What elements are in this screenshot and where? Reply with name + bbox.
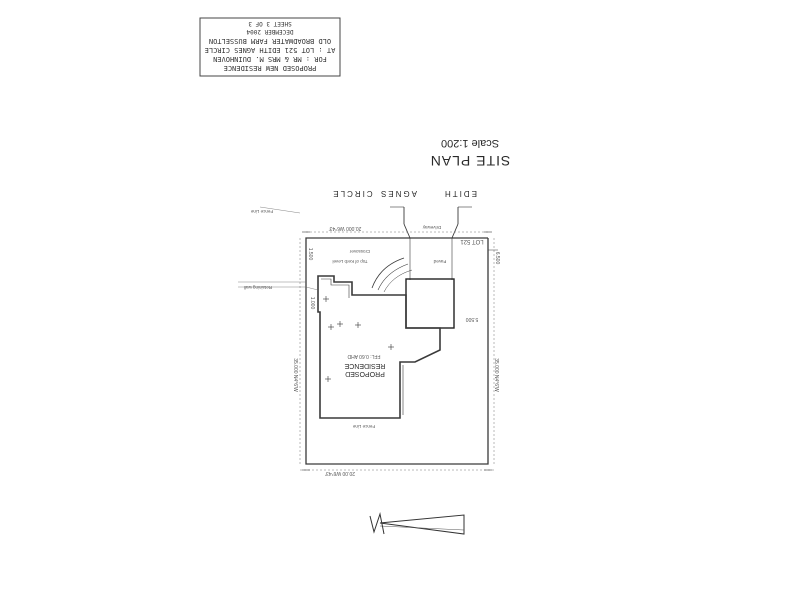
setback-garage: 5.500	[466, 316, 479, 322]
street-name: EDITH AGNES CIRCLE	[331, 189, 477, 198]
note-paved: Paved	[433, 259, 446, 264]
lot-boundary	[299, 231, 495, 471]
corner-ticks	[302, 231, 492, 471]
street-word-edith: EDITH	[443, 189, 477, 198]
north-arrow-icon	[369, 512, 465, 535]
drawing-title-group: SITE PLAN Scale 1:200	[430, 137, 511, 169]
lot-label: LOT 521	[460, 238, 484, 244]
setback-dimensions: 6.500 1.500 5.500 1.000	[307, 248, 500, 322]
street-word-agnes: AGNES	[379, 189, 417, 198]
setback-small: 1.000	[309, 297, 315, 310]
title-block-line-3: AT : LOT 521 EDITH AGNES CIRCLE	[205, 46, 336, 54]
title-block-line-2: FOR : MR & MRS M. DUINHOVEN	[213, 55, 327, 63]
drawing-scale: Scale 1:200	[441, 137, 499, 149]
setback-side: 1.500	[307, 248, 313, 261]
residence-outline	[317, 275, 441, 419]
title-block-frame	[199, 17, 341, 77]
right-boundary-label: 35.000 N4°6'W	[493, 358, 499, 392]
level-marks	[323, 296, 394, 382]
residence-area: FFL: 0.60 AHD	[347, 353, 380, 359]
driveway	[371, 238, 453, 293]
left-boundary-label: 35.000 N4°6'W	[292, 358, 298, 392]
setback-front: 6.500	[494, 252, 500, 265]
rear-boundary-label: 20.00 W6°43'	[325, 470, 355, 476]
street-word-circle: CIRCLE	[331, 189, 372, 198]
note-retaining: Retaining wall	[244, 285, 272, 290]
title-block: PROPOSED NEW RESIDENCE FOR : MR & MRS M.…	[199, 17, 341, 77]
leader-lines	[238, 206, 319, 291]
note-driveway: Driveway	[422, 225, 441, 230]
residence-label-1: PROPOSED	[345, 370, 385, 377]
title-block-line-5: DECEMBER 2004	[246, 28, 293, 35]
garage	[405, 278, 455, 329]
note-rear-wall: Fence Line	[352, 424, 375, 429]
front-boundary-label: 20.000 W6°43'	[329, 225, 362, 231]
title-block-line-6: SHEET 3 OF 3	[248, 20, 292, 27]
note-top: Top of Kerb Level	[332, 259, 367, 264]
drawing-title: SITE PLAN	[430, 153, 511, 169]
residence-label-2: RESIDENCE	[344, 362, 385, 369]
note-crossover: Crossover	[349, 249, 370, 254]
title-block-line-1: PROPOSED NEW RESIDENCE	[224, 64, 317, 72]
crossover	[390, 206, 472, 239]
note-fence: Fence Line	[250, 209, 273, 214]
title-block-line-4: OLD BROADWATER FARM BUSSELTON	[209, 37, 331, 45]
